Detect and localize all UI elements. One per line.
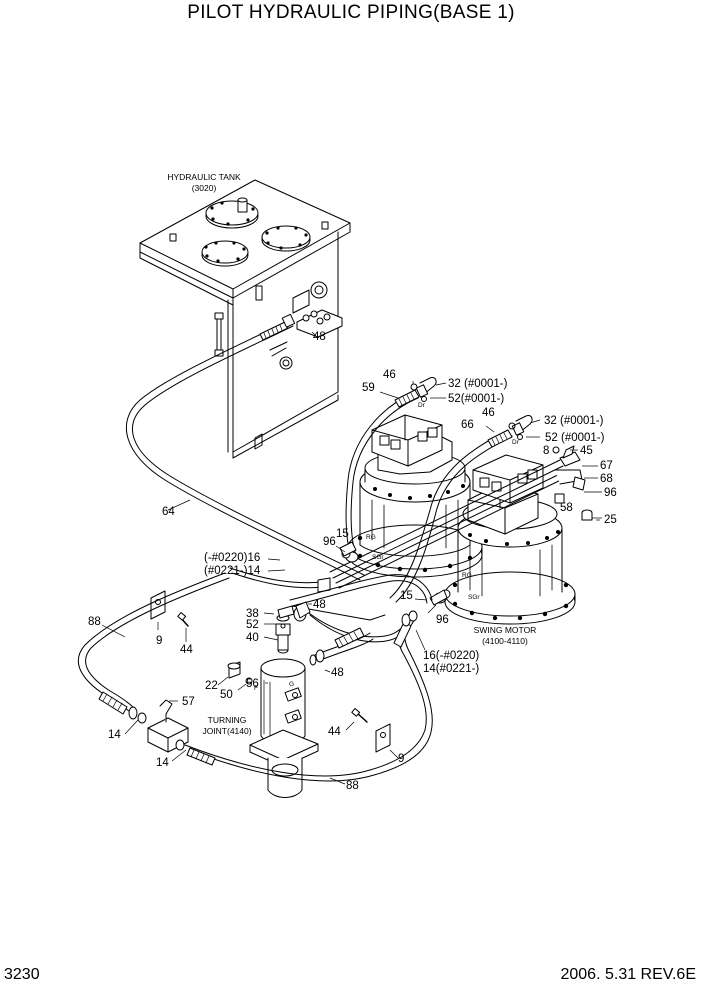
port-mark-g: G — [289, 681, 294, 688]
callout-14: (#0221-)14 — [204, 565, 261, 577]
hose-59 — [345, 389, 420, 561]
callout-14: 14 — [156, 757, 169, 769]
fitting-48-mid — [293, 601, 311, 622]
callout-40: 40 — [246, 632, 259, 644]
swing-motor-label: SWING MOTOR — [474, 625, 537, 635]
callout-67: 67 — [600, 460, 613, 472]
fitting-15-96-left — [339, 541, 359, 563]
callout-48: 48 — [331, 667, 344, 679]
page-title: PILOT HYDRAULIC PIPING(BASE 1) — [187, 2, 515, 23]
block-57 — [147, 699, 189, 753]
callout-96: 96 — [436, 614, 449, 626]
callout-44: 44 — [328, 726, 341, 738]
port-mark-dr-1: Dr — [418, 402, 426, 409]
callout-88: 88 — [88, 616, 101, 628]
port-mark-rg-2: RG — [462, 572, 472, 579]
callout-57: 57 — [182, 696, 195, 708]
callout-15: 15 — [336, 528, 349, 540]
callout-59: 59 — [362, 382, 375, 394]
turning-joint — [249, 605, 319, 798]
callout-52: 52(#0001-) — [448, 393, 504, 405]
hose-16-14-upper — [229, 567, 433, 643]
callout-45: 45 — [580, 445, 593, 457]
callout-48: 48 — [313, 599, 326, 611]
date-revision: 2006. 5.31 REV.6E — [560, 966, 696, 983]
port-mark-sg-1: SGr — [372, 554, 384, 561]
callout-32: 32 (#0001-) — [544, 415, 604, 427]
callout-96: 96 — [323, 536, 336, 548]
callout-52: 52 (#0001-) — [545, 432, 605, 444]
callout-32: 32 (#0001-) — [448, 378, 508, 390]
hydraulic-tank-label: HYDRAULIC TANK — [167, 172, 241, 182]
callout-9: 9 — [156, 635, 162, 647]
bracket-9-left — [150, 590, 189, 627]
elbow-32a — [415, 377, 437, 398]
callout-38: 38 — [246, 608, 259, 620]
callout-46: 46 — [482, 407, 495, 419]
swing-motor-1 — [347, 414, 483, 578]
pipe-67-68 — [329, 445, 593, 589]
plug-22 — [227, 661, 253, 685]
callout-44: 44 — [180, 644, 193, 656]
callout-58: 58 — [560, 502, 573, 514]
swing-motor-code: (4100-4110) — [482, 636, 528, 646]
callout-14: 14(#0221-) — [423, 663, 479, 675]
port-mark-sg-2: SGr — [468, 594, 480, 601]
turning-joint-label: TURNING — [208, 715, 247, 725]
callout-8: 8 — [543, 445, 549, 457]
hydraulic-tank — [139, 179, 351, 459]
callout-16: 16(-#0220) — [423, 650, 479, 662]
hose-66 — [389, 429, 513, 603]
hose-64 — [125, 313, 365, 581]
port-mark-dr-2: Dr — [512, 439, 520, 446]
callout-64: 64 — [162, 506, 175, 518]
port-mark-rg-1: RG — [366, 534, 376, 541]
port-mark-f: F — [254, 685, 258, 692]
callout-15: 15 — [400, 590, 413, 602]
hydraulic-tank-code: (3020) — [192, 183, 217, 193]
swing-motor-2 — [444, 454, 576, 625]
callout-52: 52 — [246, 619, 259, 631]
callout-96: 96 — [604, 487, 617, 499]
hose-88-left — [77, 572, 230, 724]
callout-88: 88 — [346, 780, 359, 792]
hose-48-lower — [309, 627, 374, 666]
callout-68: 68 — [600, 473, 613, 485]
callout-22: 22 — [205, 680, 218, 692]
bracket-9-right — [351, 708, 391, 753]
callout-14: 14 — [108, 729, 121, 741]
callout-16: (-#0220)16 — [204, 552, 260, 564]
callout-25: 25 — [604, 514, 617, 526]
callout-66: 66 — [461, 419, 474, 431]
callout-9: 9 — [398, 753, 404, 765]
page-number: 3230 — [4, 966, 40, 983]
callout-50: 50 — [220, 689, 233, 701]
callout-46: 46 — [383, 369, 396, 381]
callout-56: 56 — [246, 678, 259, 690]
turning-joint-label-2: JOINT(4140) — [202, 726, 251, 736]
hose-88-right — [184, 610, 433, 782]
callout-48: 48 — [313, 331, 326, 343]
fitting-15-96-right — [429, 589, 451, 606]
